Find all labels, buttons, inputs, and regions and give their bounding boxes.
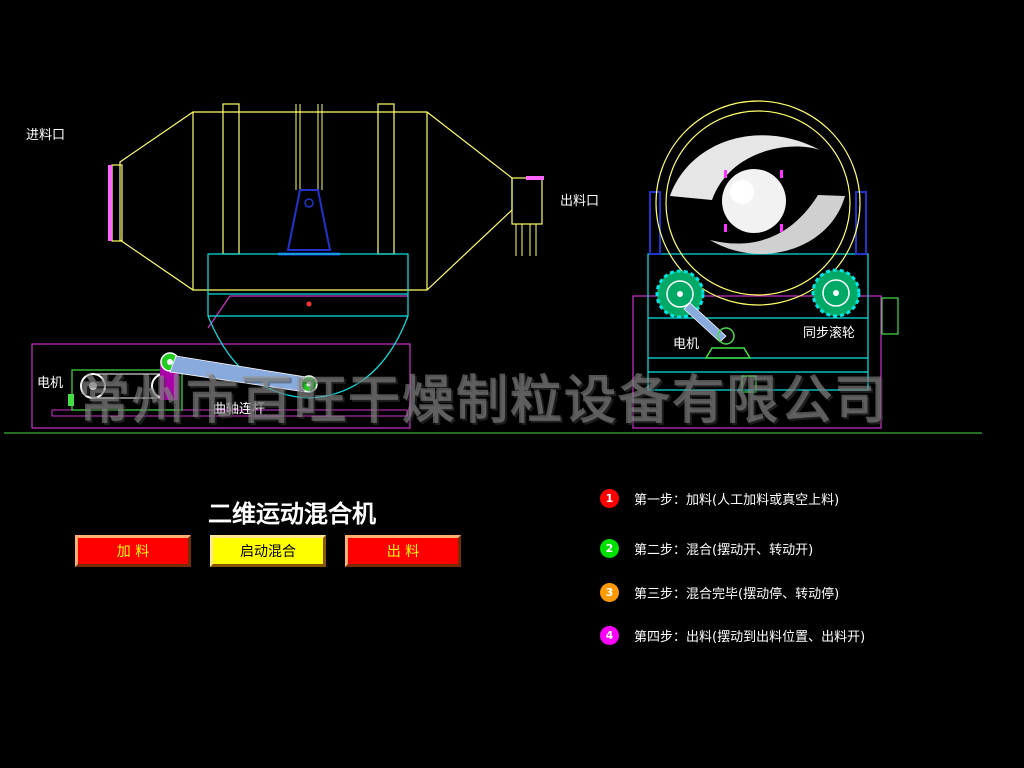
step-1: 1 第一步：加料(人工加料或真空上料) <box>600 488 839 508</box>
discharge-button[interactable]: 出 料 <box>345 535 461 567</box>
step-4: 4 第四步：出料(摆动到出料位置、出料开) <box>600 625 865 645</box>
step-3: 3 第三步：混合完毕(摆动停、转动停) <box>600 582 839 602</box>
inlet-label: 进料口 <box>26 128 66 143</box>
company-watermark: 常州市百旺干燥制粒设备有限公司 <box>78 371 889 431</box>
outlet-label: 出料口 <box>560 194 600 209</box>
feed-button[interactable]: 加 料 <box>75 535 191 567</box>
step-2: 2 第二步：混合(摆动开、转动开) <box>600 538 813 558</box>
page-title: 二维运动混合机 <box>208 500 376 528</box>
step-1-badge: 1 <box>600 488 619 508</box>
step-3-badge: 3 <box>600 582 619 602</box>
crank-label: 曲轴连杆 <box>213 402 266 417</box>
step-3-text: 第三步：混合完毕(摆动停、转动停) <box>634 586 840 602</box>
side-view <box>31 103 544 429</box>
step-4-text: 第四步：出料(摆动到出料位置、出料开) <box>634 629 866 645</box>
motor-label-right: 电机 <box>673 337 700 352</box>
step-4-badge: 4 <box>600 625 619 645</box>
step-2-badge: 2 <box>600 538 619 558</box>
motor-label-left: 电机 <box>37 376 64 391</box>
start-mix-button[interactable]: 启动混合 <box>210 535 326 567</box>
end-view <box>632 100 899 429</box>
step-1-text: 第一步：加料(人工加料或真空上料) <box>634 492 840 508</box>
step-2-text: 第二步：混合(摆动开、转动开) <box>634 542 814 558</box>
roller-label: 同步滚轮 <box>803 326 856 341</box>
mixer-schematic <box>4 100 982 434</box>
mixer-diagram: 进料口 出料口 电机 曲轴连杆 电机 同步滚轮 <box>4 100 982 434</box>
